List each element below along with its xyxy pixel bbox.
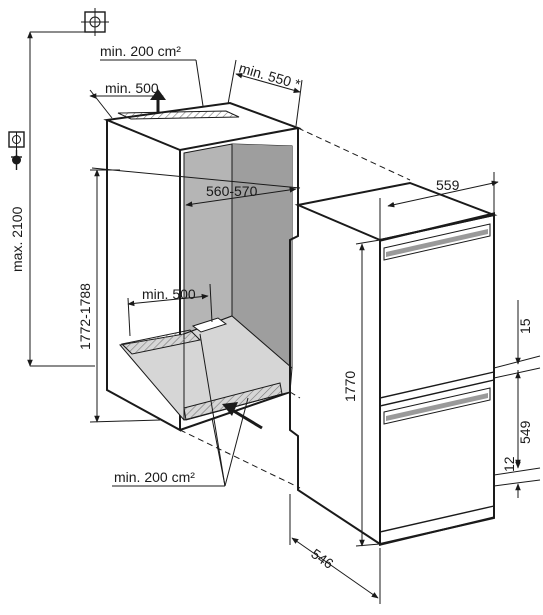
niche-cabinet <box>103 101 302 432</box>
gap-bottom-label: 12 <box>501 456 517 472</box>
vent-bottom-area-label: min. 200 cm² <box>114 469 195 485</box>
max-height-dimension: max. 2100 <box>9 31 95 367</box>
max-height-label: max. 2100 <box>9 206 25 272</box>
appliance-height-dimension: 1770 <box>342 239 381 547</box>
appliance <box>289 181 498 547</box>
niche-height-dimension: 1772-1788 <box>77 169 161 423</box>
inner-vent-slot <box>191 317 228 333</box>
gap-top-dimension: 15 <box>493 300 541 384</box>
bottom-vent-grille-front <box>183 382 283 421</box>
inner-vent-width-label: min. 500 <box>142 286 196 302</box>
arrow-in-icon <box>222 402 263 430</box>
appliance-width-dimension: 559 <box>379 172 499 240</box>
vent-top-width-label: min. 500 <box>105 80 159 96</box>
appliance-height-label: 1770 <box>342 371 358 402</box>
socket-icon <box>8 131 25 150</box>
arrow-up-icon <box>150 89 166 113</box>
top-vent-group: min. 200 cm² min. 500 <box>89 43 240 120</box>
bottom-vent-grille-left <box>120 329 202 355</box>
crosshair-icon <box>81 8 109 36</box>
gap-bottom-dimension: 12 <box>493 452 541 498</box>
niche-width-label: 560-570 <box>206 183 258 199</box>
bottom-vent-callout: min. 200 cm² <box>112 333 249 487</box>
vent-top-area-label: min. 200 cm² <box>100 43 181 59</box>
gap-top-label: 15 <box>517 318 533 334</box>
appliance-width-label: 559 <box>436 177 460 193</box>
projection-lines <box>179 127 411 489</box>
niche-height-label: 1772-1788 <box>77 283 93 350</box>
inner-vent-dimension: min. 500 <box>127 283 213 337</box>
appliance-depth-dimension: 546 <box>289 494 381 604</box>
appliance-depth-label: 546 <box>308 545 336 572</box>
plug-icon <box>11 150 22 170</box>
niche-depth-label: min. 550 * <box>237 60 303 93</box>
lower-door-height-label: 549 <box>517 420 533 444</box>
niche-width-dimension: 560-570 <box>91 167 301 207</box>
